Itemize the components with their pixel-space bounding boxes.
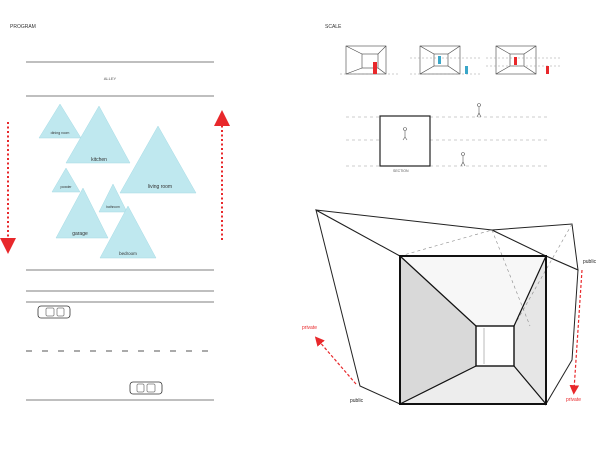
car-icon-2 xyxy=(129,381,163,395)
perspective-tunnel xyxy=(315,209,579,406)
triangle-bedroom xyxy=(99,205,157,259)
alley-label: ALLEY xyxy=(104,76,117,81)
triangle-bathroom xyxy=(98,183,128,213)
label-garage: garage xyxy=(72,231,88,237)
person-icon xyxy=(402,103,482,167)
triangle-kitchen xyxy=(65,105,131,164)
scale-thumbnail-2 xyxy=(410,45,480,75)
triangle-dining-room xyxy=(38,103,82,139)
private-label-left: private xyxy=(302,325,317,331)
label-living-room: living room xyxy=(148,184,172,190)
section-caption: SECTION xyxy=(393,169,409,173)
private-label-right: private xyxy=(566,397,581,403)
triangle-living-room xyxy=(119,125,197,194)
program-panel: PROGRAM ALLEY dining room kitchen living… xyxy=(0,24,230,401)
scale-thumbnail-1 xyxy=(340,45,400,75)
private-arrow-right xyxy=(569,269,583,395)
label-powder: powder xyxy=(60,185,72,189)
scale-thumbnail-3 xyxy=(486,45,560,75)
scale-panel: SCALE xyxy=(302,24,597,406)
section-diagram: SECTION xyxy=(346,103,550,173)
label-bedroom: bedroom xyxy=(119,251,137,256)
program-title: PROGRAM xyxy=(10,24,36,30)
label-bathroom: bathroom xyxy=(106,205,120,209)
label-kitchen: kitchen xyxy=(91,157,107,163)
triangle-powder xyxy=(51,167,81,193)
car-icon xyxy=(37,305,71,319)
scale-title: SCALE xyxy=(325,24,342,30)
triangle-garage xyxy=(55,187,109,239)
public-label-right: public xyxy=(583,259,597,265)
label-dining-room: dining room xyxy=(51,131,70,135)
public-label-left: public xyxy=(350,398,364,404)
